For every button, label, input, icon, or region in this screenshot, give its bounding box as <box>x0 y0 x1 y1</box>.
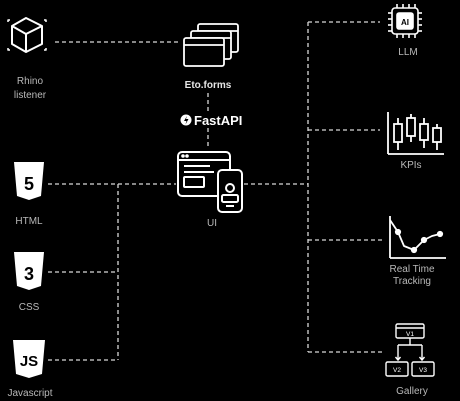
realtime-label-line2: Tracking <box>393 276 431 287</box>
version-v2: V2 <box>393 367 401 374</box>
fastapi-label: FastAPI <box>194 113 242 128</box>
line-chart-icon <box>389 216 446 259</box>
windows-stack-icon <box>183 23 239 67</box>
html-label: HTML <box>15 216 43 227</box>
javascript-label: Javascript <box>7 388 52 399</box>
fastapi-logo-icon <box>180 114 192 126</box>
css3-glyph: 3 <box>24 264 34 284</box>
html5-glyph: 5 <box>24 174 34 194</box>
css-label: CSS <box>19 302 40 313</box>
version-tree-icon: V1 V2 V3 <box>385 323 435 377</box>
ui-label: UI <box>207 218 217 229</box>
eto-forms-label: Eto.forms <box>185 80 232 91</box>
gallery-label: Gallery <box>396 386 428 397</box>
realtime-label-line1: Real Time <box>389 264 434 275</box>
candlestick-chart-icon <box>387 112 444 155</box>
ui-node: UI <box>177 151 243 229</box>
cube-icon <box>7 17 47 53</box>
rhino-label-line1: Rhino <box>17 76 44 87</box>
connectors <box>48 21 384 361</box>
realtime-tracking-node: Real Time Tracking <box>389 216 446 287</box>
fastapi-badge: FastAPI <box>180 113 242 128</box>
css3-shield-icon: 3 <box>14 252 44 290</box>
html5-shield-icon: 5 <box>14 162 44 200</box>
chip-text: AI <box>401 18 409 27</box>
kpis-node: KPIs <box>387 112 444 171</box>
llm-node: AI LLM <box>388 4 422 58</box>
kpis-label: KPIs <box>400 160 421 171</box>
js-shield-icon: JS <box>13 340 45 378</box>
llm-label: LLM <box>398 47 417 58</box>
version-v3: V3 <box>419 367 427 374</box>
version-v1: V1 <box>406 331 414 338</box>
js-glyph: JS <box>20 353 38 370</box>
rhino-listener-node: Rhino listener <box>7 17 47 101</box>
css-node: 3 CSS <box>14 252 44 313</box>
gallery-node: V1 V2 V3 Gallery <box>385 323 435 397</box>
eto-forms-node: Eto.forms <box>183 23 239 91</box>
html-node: 5 HTML <box>14 162 44 227</box>
ui-devices-icon <box>177 151 243 213</box>
javascript-node: JS Javascript <box>7 340 53 399</box>
ai-chip-icon: AI <box>388 4 422 38</box>
rhino-label-line2: listener <box>14 90 47 101</box>
